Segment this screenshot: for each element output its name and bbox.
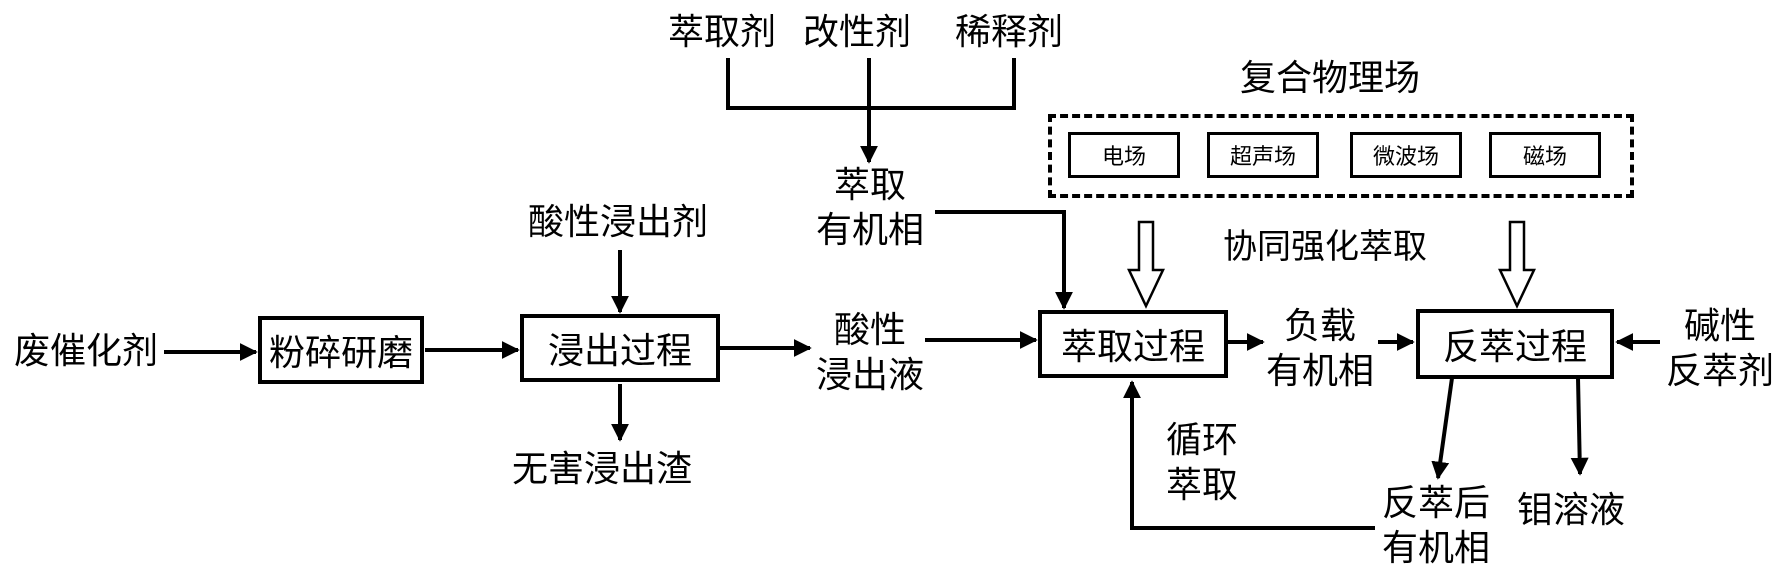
arrow-stripping-to-stripped-organic bbox=[1431, 377, 1454, 480]
loaded-organic-line1: 负载 bbox=[1283, 306, 1356, 347]
arrow-organic-to-extraction bbox=[935, 210, 1073, 310]
stripped-organic-line1: 反萃后 bbox=[1381, 483, 1490, 524]
molybdenum-solution-label: 钼溶液 bbox=[1517, 490, 1626, 531]
magnetic-field-box: 磁场 bbox=[1489, 132, 1601, 178]
physical-field-title: 复合物理场 bbox=[1240, 58, 1421, 99]
grinding-process-box: 粉碎研磨 bbox=[258, 316, 424, 384]
leaching-process-box: 浸出过程 bbox=[520, 314, 720, 382]
extraction-organic-line2: 有机相 bbox=[815, 210, 924, 251]
electric-field-box: 电场 bbox=[1068, 132, 1180, 178]
hollow-arrow-to-stripping bbox=[1498, 220, 1536, 309]
loaded-organic-line2: 有机相 bbox=[1265, 351, 1374, 392]
extraction-process-box: 萃取过程 bbox=[1038, 310, 1228, 378]
recycle-line1: 循环 bbox=[1165, 420, 1238, 461]
acid-leachant-label: 酸性浸出剂 bbox=[528, 202, 709, 243]
alkaline-stripping-line2: 反萃剂 bbox=[1665, 351, 1774, 392]
extractant-label: 萃取剂 bbox=[668, 12, 777, 53]
diluent-label: 稀释剂 bbox=[955, 12, 1064, 53]
arrow-stripping-to-mo-solution bbox=[1570, 377, 1589, 476]
stripped-organic-line2: 有机相 bbox=[1381, 528, 1490, 569]
recycle-line2: 萃取 bbox=[1165, 465, 1238, 506]
extraction-organic-line1: 萃取 bbox=[833, 165, 906, 206]
ultrasonic-field-box: 超声场 bbox=[1207, 132, 1319, 178]
alkaline-stripping-line1: 碱性 bbox=[1683, 306, 1756, 347]
synergy-label: 协同强化萃取 bbox=[1223, 227, 1427, 267]
physical-field-group bbox=[1048, 114, 1634, 198]
acid-leachate-line1: 酸性 bbox=[833, 310, 906, 351]
modifier-label: 改性剂 bbox=[803, 12, 912, 53]
hollow-arrow-to-extraction bbox=[1127, 220, 1165, 309]
arrow-recycle-to-extraction bbox=[1123, 380, 1375, 530]
stripping-process-box: 反萃过程 bbox=[1416, 309, 1614, 379]
waste-catalyst-label: 废催化剂 bbox=[14, 331, 159, 372]
acid-leachate-line2: 浸出液 bbox=[815, 355, 924, 396]
microwave-field-box: 微波场 bbox=[1350, 132, 1462, 178]
harmless-residue-label: 无害浸出渣 bbox=[512, 449, 693, 490]
